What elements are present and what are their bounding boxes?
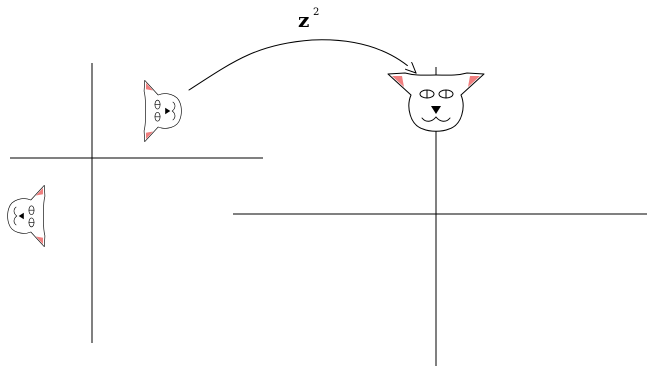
map-label: z 2	[298, 7, 319, 32]
map-label-exponent: 2	[313, 7, 319, 18]
curved-arrow-icon	[188, 39, 416, 91]
cat-face-icon	[387, 72, 485, 132]
domain-plane	[10, 63, 263, 343]
map-label-base: z	[298, 8, 309, 32]
cat-face-icon	[7, 184, 46, 248]
cat-face-icon	[143, 79, 182, 143]
